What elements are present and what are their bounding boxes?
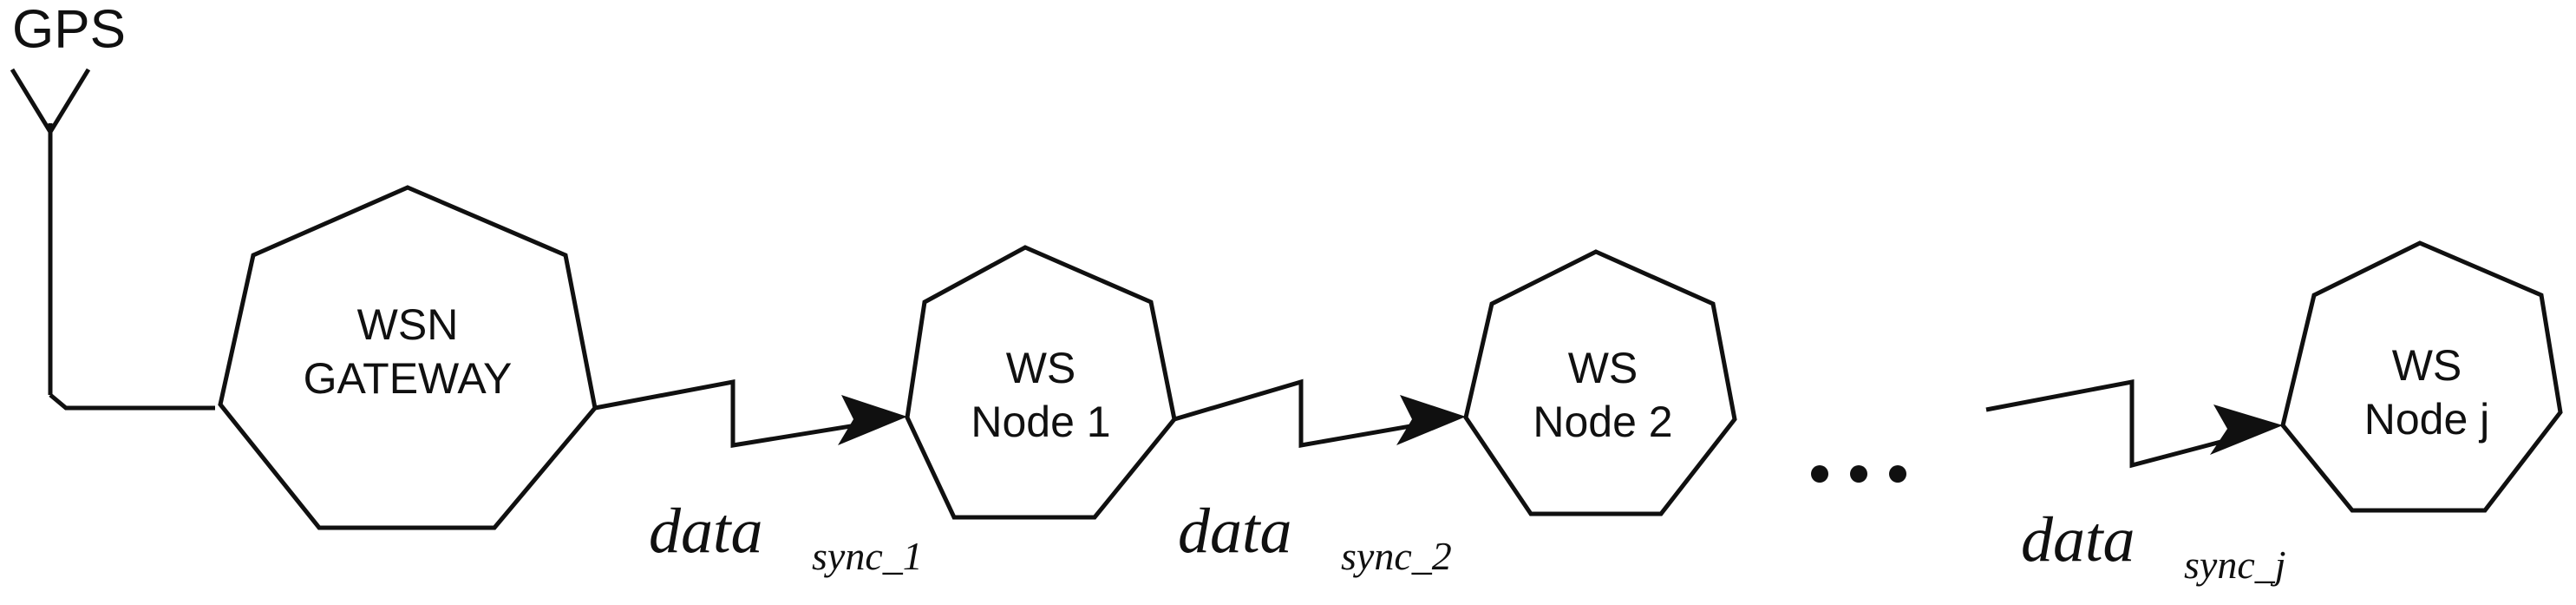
node-ws-node-j-line1: WS	[2392, 341, 2462, 390]
node-ws-node-1-line2: Node 1	[971, 398, 1110, 446]
node-wsn-gateway[interactable]	[218, 185, 598, 530]
edge-label-data-sync-2: data sync_2	[1178, 496, 1452, 578]
node-wsn-gateway-line1: WSN	[357, 300, 459, 349]
edge-label-1-subscript: sync_1	[812, 534, 923, 578]
edge-label-j-subscript: sync_j	[2184, 543, 2286, 587]
gps-antenna-icon	[10, 68, 215, 411]
node-ws-node-2-line1: WS	[1568, 344, 1638, 392]
link-prev-to-nodej	[1985, 378, 2283, 469]
edge-label-2-subscript: sync_2	[1341, 534, 1452, 578]
node-ws-node-1[interactable]	[905, 245, 1177, 520]
link-gateway-to-node1	[594, 378, 907, 448]
node-ws-node-j[interactable]	[2280, 240, 2563, 513]
node-wsn-gateway-line2: GATEWAY	[304, 354, 513, 403]
edge-label-j-base: data	[2021, 504, 2135, 575]
node-ws-node-2[interactable]	[1463, 249, 1737, 516]
edge-label-2-base: data	[1178, 496, 1292, 567]
edge-label-1-base: data	[649, 496, 763, 567]
ellipsis-indicator	[1811, 465, 1906, 483]
node-ws-node-1-line1: WS	[1006, 344, 1076, 392]
edge-label-data-sync-j: data sync_j	[2021, 504, 2286, 587]
link-node1-to-node2	[1174, 378, 1466, 448]
node-ws-node-2-line2: Node 2	[1533, 398, 1672, 446]
node-ws-node-j-line2: Node j	[2364, 395, 2490, 444]
edge-label-data-sync-1: data sync_1	[649, 496, 923, 578]
gps-label: GPS	[12, 0, 126, 59]
